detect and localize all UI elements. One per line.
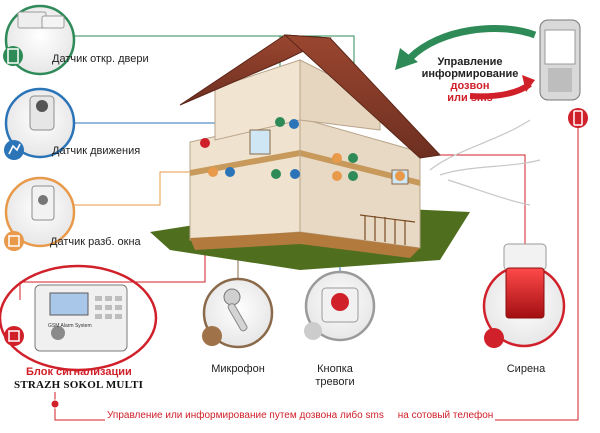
panic-button-label-line1: Кнопка: [317, 363, 353, 375]
control-info-line3: дозвон: [450, 80, 490, 92]
control-panel-label: Блок сигнализации: [26, 366, 132, 378]
bottom-caption: Управление или информирование путем дозв…: [105, 410, 496, 421]
door-sensor-icon: [3, 4, 76, 76]
panic-button-label-line2: тревоги: [315, 376, 355, 388]
control-info-line1: Управление: [437, 56, 503, 68]
panic-button-icon: [304, 270, 376, 342]
control-panel-model: STRAZH SOKOL MULTI: [14, 379, 144, 391]
window-sensor-icon: [4, 176, 76, 251]
door-sensor-label: Датчик откр. двери: [52, 53, 149, 65]
alarm-control-panel: [0, 264, 158, 372]
sms-arrows: [395, 25, 537, 100]
control-info-line2: информирование: [421, 68, 519, 80]
bus-endpoint-dot: [50, 399, 60, 409]
house-illustration: [150, 34, 541, 270]
motion-sensor-icon: [4, 87, 76, 160]
window-sensor-line: [74, 171, 212, 206]
mobile-phone-icon: [539, 19, 588, 128]
siren-label: Сирена: [506, 363, 546, 375]
siren-line: [425, 154, 526, 248]
panel-device-caption: GSM Alarm System: [48, 323, 92, 329]
window-sensor-label: Датчик разб. окна: [50, 236, 141, 248]
microphone-label: Микрофон: [211, 363, 265, 375]
microphone-icon: [202, 277, 274, 349]
control-info-line4: или sms: [447, 92, 493, 104]
siren-icon: [482, 243, 566, 348]
motion-sensor-label: Датчик движения: [52, 145, 141, 157]
